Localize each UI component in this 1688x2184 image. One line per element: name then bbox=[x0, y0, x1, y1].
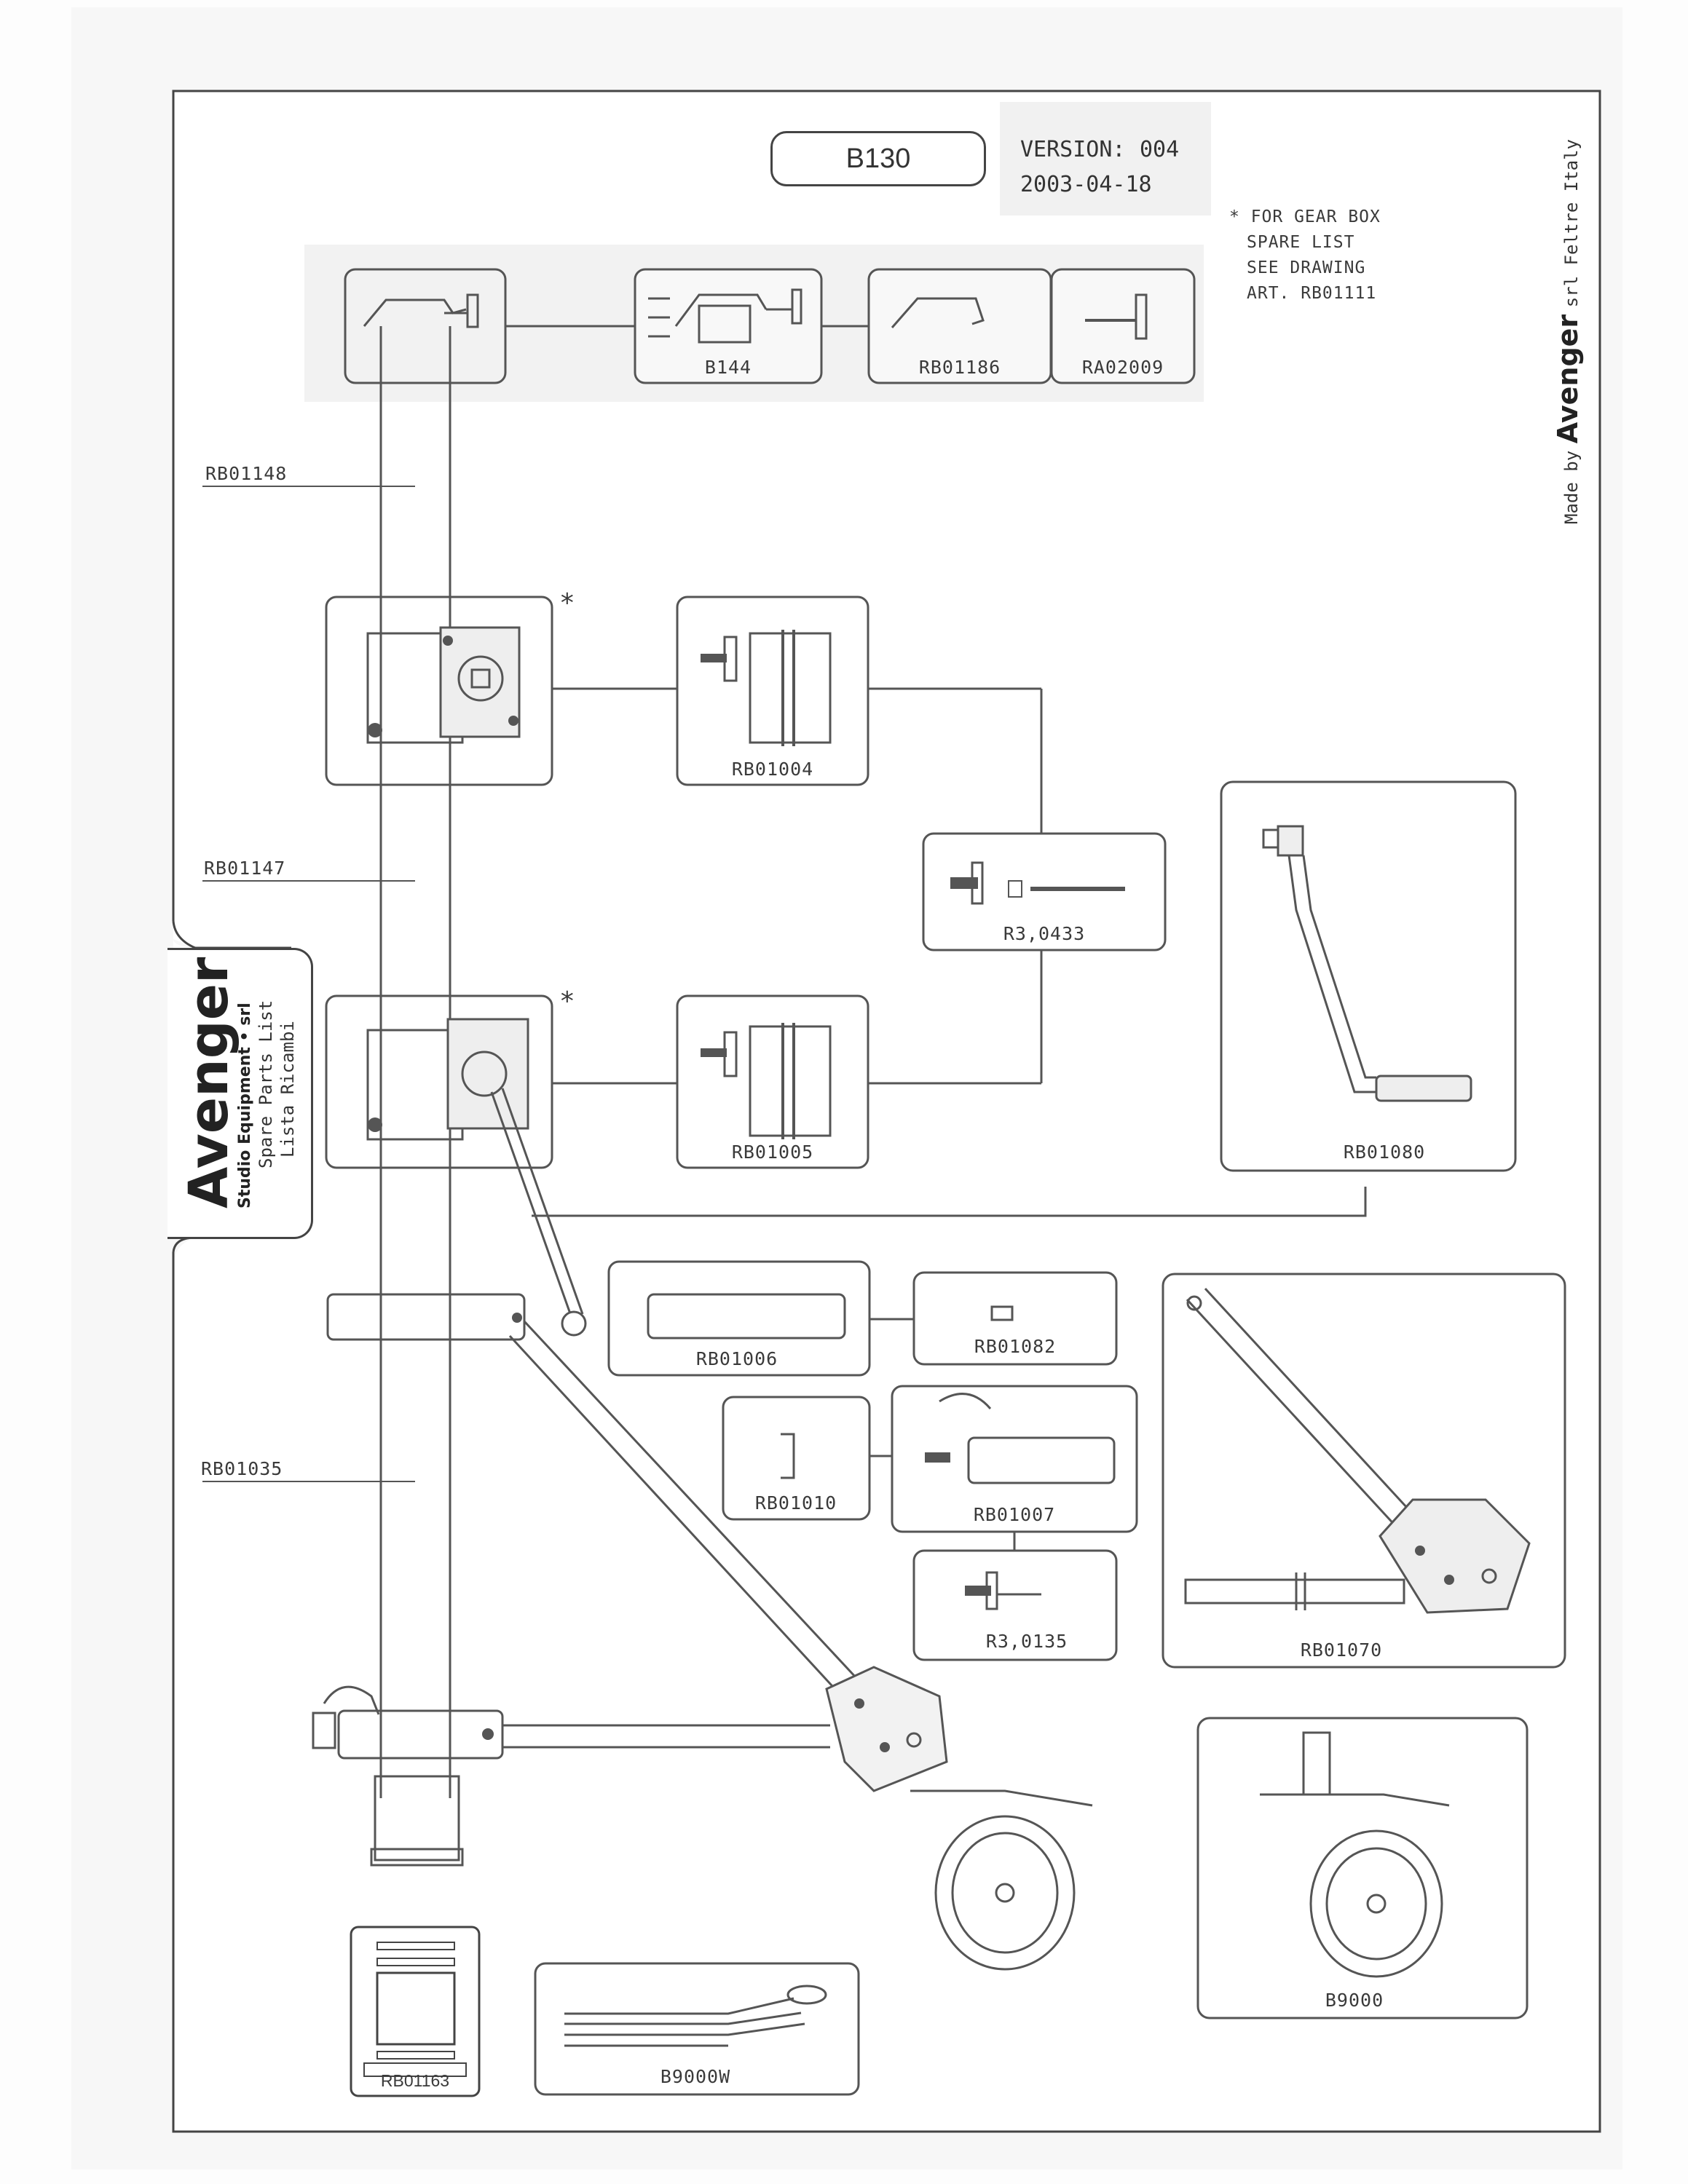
box-gearbox-upper bbox=[325, 596, 553, 786]
part-label-rb01080: RB01080 bbox=[1343, 1142, 1426, 1163]
brand-tab-logo: Avenger Studio Equipment • srl Spare Par… bbox=[178, 957, 299, 1208]
version-number: 004 bbox=[1140, 137, 1180, 162]
box-rb01004 bbox=[676, 596, 869, 786]
gear-box-note-line-1: * FOR GEAR BOX bbox=[1229, 207, 1381, 226]
part-label-rb01006: RB01006 bbox=[695, 1348, 778, 1369]
box-rb01005 bbox=[676, 994, 869, 1169]
sheet-frame bbox=[172, 90, 1601, 2133]
version-block: VERSION: 004 2003-04-18 bbox=[1000, 102, 1211, 215]
box-r3-0433 bbox=[922, 832, 1167, 951]
part-label-rb01186: RB01186 bbox=[918, 357, 1001, 378]
maker-brand: Avenger bbox=[1552, 314, 1584, 444]
version-label: VERSION: bbox=[1020, 137, 1126, 162]
part-label-rb01148: RB01148 bbox=[205, 463, 288, 484]
part-label-b144: B144 bbox=[704, 357, 752, 378]
gear-box-note-line-3: SEE DRAWING bbox=[1247, 258, 1366, 277]
maker-suffix: srl Feltre Italy bbox=[1561, 139, 1582, 308]
part-label-rb01035: RB01035 bbox=[201, 1458, 283, 1479]
version-date: 2003-04-18 bbox=[1020, 172, 1152, 197]
model-code: B130 bbox=[770, 131, 986, 186]
part-label-rb01010: RB01010 bbox=[754, 1492, 837, 1514]
brand-tab-title-it: Lista Ricambi bbox=[277, 1021, 298, 1158]
part-label-rb01082: RB01082 bbox=[974, 1336, 1057, 1357]
asterisk-upper: * bbox=[559, 588, 576, 618]
part-label-rb01147: RB01147 bbox=[204, 858, 286, 879]
part-label-b9000: B9000 bbox=[1325, 1990, 1384, 2011]
box-rb01163 bbox=[350, 1926, 481, 2097]
maker-prefix: Made by bbox=[1561, 450, 1582, 524]
box-b9000w bbox=[534, 1962, 860, 2096]
part-label-r3-0433: R3,0433 bbox=[1003, 923, 1086, 944]
asterisk-lower: * bbox=[559, 986, 576, 1016]
box-gearbox-lower bbox=[325, 994, 553, 1169]
box-ra02009 bbox=[1050, 268, 1196, 384]
brand-tab bbox=[167, 948, 313, 1239]
box-r3-0135 bbox=[912, 1549, 1118, 1661]
brand-tab-title-en: Spare Parts List bbox=[256, 1000, 276, 1168]
box-b9000 bbox=[1196, 1717, 1529, 2019]
brand-tab-brand: Avenger bbox=[178, 957, 240, 1208]
box-rb01082 bbox=[912, 1271, 1118, 1366]
part-label-b9000w: B9000W bbox=[660, 2066, 731, 2087]
part-label-rb01070: RB01070 bbox=[1300, 1639, 1383, 1661]
part-label-r3-0135: R3,0135 bbox=[985, 1631, 1068, 1652]
part-label-rb01163: RB01163 bbox=[380, 2071, 450, 2090]
box-rb01080 bbox=[1220, 780, 1517, 1172]
part-label-rb01005: RB01005 bbox=[731, 1142, 814, 1163]
part-label-ra02009: RA02009 bbox=[1081, 357, 1164, 378]
box-rb01010 bbox=[722, 1396, 871, 1521]
part-label-rb01007: RB01007 bbox=[973, 1504, 1056, 1525]
box-rb01070 bbox=[1162, 1273, 1566, 1669]
gear-box-note-line-2: SPARE LIST bbox=[1247, 233, 1355, 252]
gear-box-note-line-4: ART. RB01111 bbox=[1247, 284, 1377, 303]
part-label-rb01004: RB01004 bbox=[731, 759, 814, 780]
maker-line: Made by Avenger srl Feltre Italy bbox=[1552, 139, 1584, 524]
